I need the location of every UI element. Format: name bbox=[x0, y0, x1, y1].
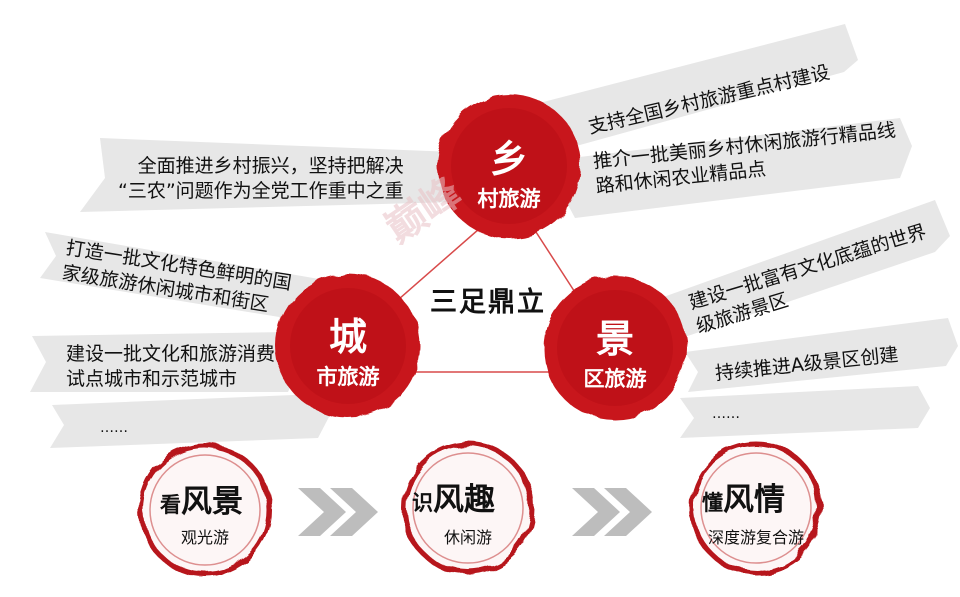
banner-scenic-1 bbox=[655, 200, 950, 342]
banner-scenic-3 bbox=[680, 386, 930, 438]
city-circle-label: 城 市旅游 bbox=[298, 306, 398, 391]
banner-city-2 bbox=[30, 332, 302, 392]
stage-3-title-first: 懂 bbox=[702, 491, 723, 515]
rural-circle-label: 乡 村旅游 bbox=[459, 128, 559, 213]
scenic-circle-subtitle: 区旅游 bbox=[583, 367, 647, 391]
stage-2-title-rest: 风趣 bbox=[433, 482, 495, 518]
stage-ring-1 bbox=[138, 443, 272, 577]
banner-rural-right-1 bbox=[520, 24, 858, 156]
city-banner-2-line-1: 建设一批文化和旅游消费 bbox=[66, 343, 276, 365]
rural-banner-left-line-2: “三农”问题作为全党工作重中之重 bbox=[118, 180, 404, 202]
banner-city-3 bbox=[50, 394, 330, 448]
city-tourism-circle bbox=[276, 274, 420, 418]
city-circle-char: 城 bbox=[328, 315, 367, 359]
rural-tourism-circle bbox=[437, 94, 581, 238]
rural-circle-subtitle: 村旅游 bbox=[477, 187, 541, 211]
arrow-stage-1-to-2 bbox=[298, 488, 378, 536]
stage-3-title-rest: 风情 bbox=[723, 482, 785, 518]
stage-ring-3 bbox=[689, 441, 823, 575]
scenic-circle-label: 景 区旅游 bbox=[565, 308, 665, 393]
banner-rural-left bbox=[80, 138, 462, 212]
stage-1-title: 看风景 bbox=[160, 476, 243, 521]
city-banner-2-text: 建设一批文化和旅游消费 试点城市和示范城市 bbox=[66, 342, 275, 392]
stage-3-title: 懂风情 bbox=[702, 474, 785, 519]
stage-2-title-first: 识 bbox=[412, 491, 433, 515]
center-label: 三足鼎立 bbox=[430, 287, 546, 318]
city-banner-2-line-2: 试点城市和示范城市 bbox=[66, 368, 238, 390]
stage-1-title-rest: 风景 bbox=[181, 484, 243, 520]
rural-banner-left-text: 全面推进乡村振兴，坚持把解决 “三农”问题作为全党工作重中之重 bbox=[118, 154, 404, 204]
city-circle-subtitle: 市旅游 bbox=[316, 365, 380, 389]
banner-scenic-2 bbox=[685, 318, 958, 392]
stage-2-title: 识风趣 bbox=[412, 474, 495, 519]
stage-3-subtitle: 深度游复合游 bbox=[707, 528, 804, 547]
scenic-banner-3-text: …… bbox=[712, 406, 740, 422]
stage-1-title-first: 看 bbox=[160, 493, 181, 517]
scenic-tourism-circle bbox=[543, 276, 687, 420]
scenic-circle-char: 景 bbox=[595, 317, 634, 361]
stage-1-subtitle: 观光游 bbox=[180, 528, 229, 547]
banner-rural-right-2 bbox=[555, 118, 912, 218]
banner-city-1 bbox=[40, 232, 340, 324]
stage-2-subtitle: 休闲游 bbox=[443, 528, 492, 547]
rural-banner-left-line-1: 全面推进乡村振兴，坚持把解决 bbox=[137, 155, 404, 177]
city-banner-3-text: …… bbox=[100, 420, 128, 436]
stage-ring-2 bbox=[401, 441, 535, 575]
arrow-stage-2-to-3 bbox=[572, 488, 652, 536]
rural-circle-char: 乡 bbox=[489, 137, 528, 181]
